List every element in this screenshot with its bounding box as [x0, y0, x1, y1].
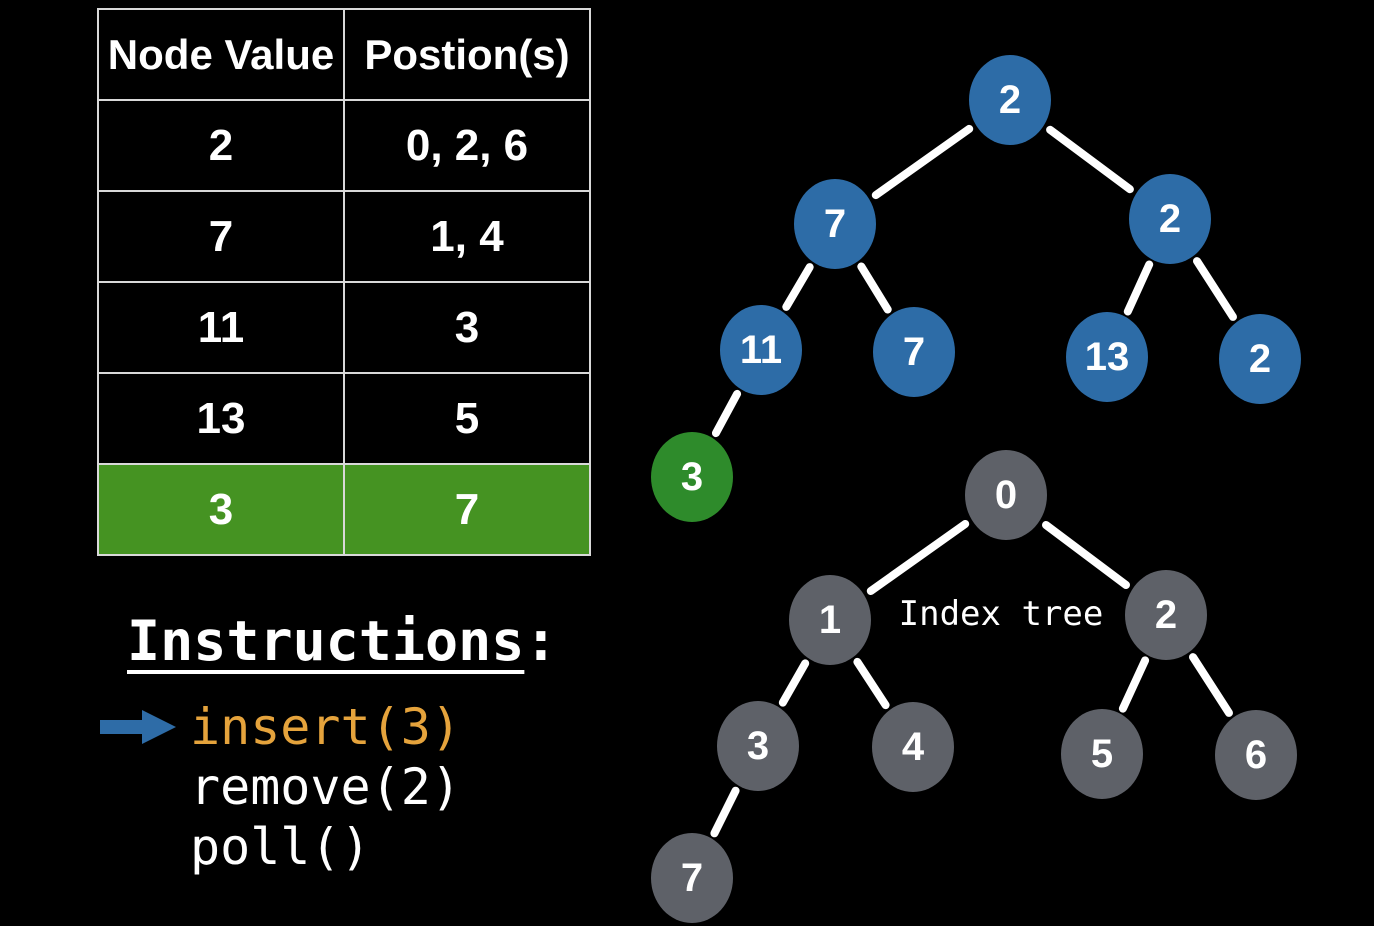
index-tree-node: 4 — [872, 702, 954, 792]
index-tree-node-label: 0 — [995, 473, 1017, 517]
index-tree-node-label: 3 — [747, 724, 769, 768]
heap-tree-node-circle — [651, 432, 733, 522]
instructions-title: Instructions: — [127, 608, 557, 674]
index-tree-node-label: 5 — [1091, 732, 1113, 776]
index-tree-node: 7 — [651, 833, 733, 923]
heap-tree-node-label: 7 — [824, 202, 846, 246]
instructions-colon: : — [524, 609, 558, 673]
instruction-item: insert(3) — [100, 697, 557, 757]
table-cell-positions: 0, 2, 6 — [343, 99, 591, 192]
index-tree-node-label: 2 — [1155, 593, 1177, 637]
index-tree-node-label: 1 — [819, 598, 841, 642]
heap-tree-node-circle — [1066, 312, 1148, 402]
index-tree-node: 6 — [1215, 710, 1297, 800]
heap-tree-node-circle — [1129, 174, 1211, 264]
heap-tree-edge — [1123, 260, 1154, 316]
instructions-section: Instructions: insert(3)remove(2)poll() — [100, 608, 557, 877]
index-tree-node-circle — [1061, 709, 1143, 799]
heap-tree-node: 7 — [794, 179, 876, 269]
table-header-cell: Postion(s) — [343, 8, 591, 101]
heap-tree-node-circle — [720, 305, 802, 395]
heap-tree-node-circle — [873, 307, 955, 397]
instruction-label: insert(3) — [190, 698, 461, 756]
table-header-cell: Node Value — [97, 8, 345, 101]
index-tree-edge — [866, 520, 970, 595]
heap-tree-node-label: 2 — [999, 78, 1021, 122]
instruction-item: remove(2) — [100, 757, 557, 817]
index-tree-node: 1 — [789, 575, 871, 665]
table-cell-node-value: 2 — [97, 99, 345, 192]
index-tree-edge — [710, 786, 740, 838]
index-tree-node-circle — [872, 702, 954, 792]
instruction-label: remove(2) — [190, 758, 461, 816]
current-instruction-arrow-icon — [100, 708, 190, 746]
table-cell-node-value: 13 — [97, 372, 345, 465]
heap-tree-node-circle — [1219, 314, 1301, 404]
table-cell-positions: 5 — [343, 372, 591, 465]
index-tree-node-circle — [651, 833, 733, 923]
heap-tree-node-label: 2 — [1249, 337, 1271, 381]
table-cell-node-value: 3 — [97, 463, 345, 556]
heap-tree-node: 2 — [969, 55, 1051, 145]
heap-tree-node: 11 — [720, 305, 802, 395]
heap-tree-edge — [711, 389, 742, 438]
index-tree-edge — [1042, 521, 1130, 589]
heap-tree-node-circle — [969, 55, 1051, 145]
index-tree-node: 0 — [965, 450, 1047, 540]
instruction-list: insert(3)remove(2)poll() — [100, 697, 557, 877]
table-cell-node-value: 11 — [97, 281, 345, 374]
heap-tree-edge — [1046, 125, 1134, 194]
index-tree-edge — [778, 659, 810, 707]
index-tree-node-label: 4 — [902, 725, 925, 769]
index-tree-node-circle — [1125, 570, 1207, 660]
heap-tree-edge — [857, 262, 892, 314]
index-tree-edge — [1189, 653, 1233, 717]
heap-tree-node-label: 3 — [681, 455, 703, 499]
heap-tree-edge — [871, 124, 974, 200]
heap-tree-node-label: 11 — [740, 328, 782, 372]
instructions-title-text: Instructions — [127, 609, 525, 673]
heap-tree-node: 7 — [873, 307, 955, 397]
heap-tree-node-circle — [794, 179, 876, 269]
heap-tree-edge — [1193, 257, 1237, 321]
index-tree-node-label: 7 — [681, 856, 703, 900]
index-tree-node-label: 6 — [1245, 733, 1267, 777]
heap-tree-edge — [782, 263, 814, 311]
heap-tree-node: 2 — [1129, 174, 1211, 264]
heap-tree-node: 13 — [1066, 312, 1148, 402]
index-tree-node-circle — [789, 575, 871, 665]
heap-tree-node: 2 — [1219, 314, 1301, 404]
index-tree-node: 5 — [1061, 709, 1143, 799]
index-tree-edge — [853, 657, 890, 710]
heap-tree-node-label: 13 — [1085, 335, 1130, 379]
instruction-label: poll() — [190, 818, 371, 876]
index-tree-node-circle — [717, 701, 799, 791]
instruction-item: poll() — [100, 817, 557, 877]
heap-tree-node-label: 2 — [1159, 197, 1181, 241]
table-cell-positions: 3 — [343, 281, 591, 374]
table-cell-positions: 7 — [343, 463, 591, 556]
heap-tree-node-inserted: 3 — [651, 432, 733, 522]
heap-tree-node-label: 7 — [903, 330, 925, 374]
index-tree-caption: Index tree — [899, 594, 1104, 634]
index-tree-edge — [1118, 656, 1150, 713]
index-tree-node-circle — [1215, 710, 1297, 800]
table-cell-node-value: 7 — [97, 190, 345, 283]
index-tree-node: 3 — [717, 701, 799, 791]
index-tree-node-circle — [965, 450, 1047, 540]
table-cell-positions: 1, 4 — [343, 190, 591, 283]
index-tree-node: 2 — [1125, 570, 1207, 660]
